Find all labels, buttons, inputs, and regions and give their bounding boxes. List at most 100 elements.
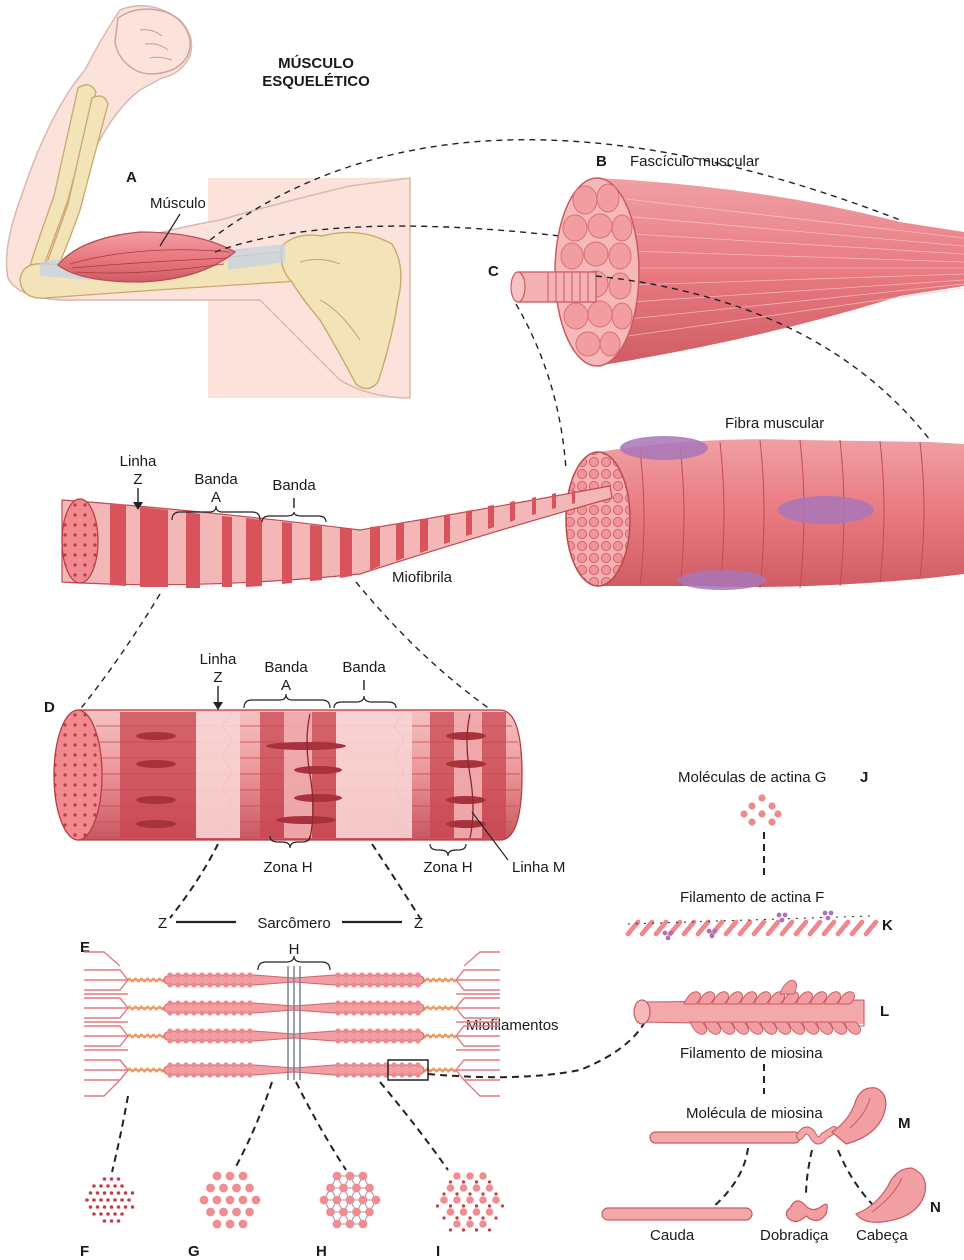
actin-g-molecules — [740, 794, 782, 826]
myosin-head-dot — [231, 1038, 237, 1044]
letter-l: L — [880, 1003, 889, 1020]
myosin-head-dot — [415, 1010, 421, 1016]
thick-filament-dot — [492, 1196, 500, 1204]
myosin-head-dot — [199, 982, 205, 988]
thin-filament-dot — [123, 1191, 128, 1195]
myosin-head-dot — [175, 982, 181, 988]
myosin-head-dot — [367, 1028, 373, 1034]
radius-bone — [27, 84, 97, 276]
myosin-head-dot — [351, 1038, 357, 1044]
actin-strand — [835, 919, 851, 937]
thin-filament-dot — [116, 1219, 121, 1223]
actin-strand — [807, 919, 823, 937]
myosin-head-up — [795, 991, 813, 1005]
myosin-head-dot — [407, 1062, 413, 1068]
thick-filament-dot — [472, 1208, 481, 1216]
thick-filament-dot — [339, 1207, 348, 1217]
thick-filament-dot — [332, 1195, 342, 1205]
myosin-head-dot — [191, 1028, 197, 1034]
myosin-head-dot — [175, 1062, 181, 1068]
fascicle-body — [596, 178, 964, 366]
thick-filament-dot — [212, 1171, 222, 1181]
title-line-2: ESQUELÉTICO — [262, 73, 370, 90]
myosin-head-dot — [183, 972, 189, 978]
letter-n: N — [930, 1199, 941, 1216]
myosin-head-dot — [351, 1000, 357, 1006]
z-disc-foot-left — [84, 1079, 121, 1097]
thin-filament-dot — [130, 1205, 135, 1209]
myosin-head-dot — [359, 1038, 365, 1044]
myosin-head-down — [689, 1021, 707, 1035]
thin-filament-dot — [442, 1192, 446, 1196]
thin-filament-dot — [120, 1212, 124, 1216]
thick-filament-dot — [339, 1183, 348, 1193]
myosin-head-dot — [351, 972, 357, 978]
label-miofilamentos: Miofilamentos — [466, 1017, 559, 1034]
troponin-dot — [822, 910, 828, 916]
myosin-head-dot — [223, 1000, 229, 1006]
myosin-head-dot — [383, 972, 389, 978]
nucleus-middle — [778, 496, 874, 524]
ulna-bone — [41, 95, 109, 281]
myosin-head-dot — [183, 1000, 189, 1006]
brace-banda-i-2 — [333, 695, 397, 709]
label-musculo: Músculo — [150, 195, 206, 212]
myosin-head-dot — [359, 972, 365, 978]
thin-filament-dot — [99, 1212, 103, 1216]
z-disc-head-right — [463, 951, 500, 967]
label-z-1: Z — [133, 471, 142, 488]
label-dobradica: Dobradiça — [760, 1227, 829, 1244]
myosin-head-up — [739, 991, 757, 1005]
titin-right — [419, 1067, 457, 1073]
thick-filament-dot — [345, 1219, 355, 1229]
thin-filament-dot — [461, 1180, 466, 1184]
thick-filament-dot — [219, 1207, 228, 1217]
letter-d: D — [44, 699, 55, 716]
myosin-head-dot — [343, 1000, 349, 1006]
thin-filament-dot — [116, 1191, 121, 1195]
myosin-head-dot — [343, 1038, 349, 1044]
thin-filament-dot — [487, 1180, 492, 1184]
connector-c-fiber-left — [515, 303, 567, 471]
label-banda-a-1: Banda — [194, 471, 238, 488]
myosin-head-dot — [415, 1028, 421, 1034]
titin-right — [419, 1033, 457, 1039]
myosin-head-dot — [415, 1072, 421, 1078]
thin-filament-dot — [448, 1228, 453, 1232]
myosin-head-dot — [191, 1010, 197, 1016]
myosin-head-dot — [383, 982, 389, 988]
myosin-head-dot — [247, 982, 253, 988]
thick-filament-dot — [212, 1219, 222, 1229]
cross-section-g — [199, 1171, 261, 1229]
myosin-head-dot — [359, 982, 365, 988]
myosin-head-dot — [359, 1072, 365, 1078]
myosin-head-dot — [231, 1072, 237, 1078]
thick-filament-dot — [365, 1207, 374, 1217]
thin-filament-dot — [461, 1204, 466, 1208]
myosin-head-dot — [215, 1010, 221, 1016]
myosin-head-dot — [247, 1038, 253, 1044]
thick-filament-dot — [446, 1184, 455, 1192]
actin-strand — [793, 919, 809, 937]
thin-filament-dot — [127, 1198, 131, 1202]
myosin-head-down — [759, 1021, 777, 1035]
myosin-head-dot — [239, 1072, 245, 1078]
myosin-head-dot — [175, 1010, 181, 1016]
myosin-head-dot — [399, 1000, 405, 1006]
myosin-head-dot — [367, 982, 373, 988]
myosin-head-dot — [415, 1062, 421, 1068]
myosin-head-dot — [399, 972, 405, 978]
myosin-head-dot — [391, 972, 397, 978]
myosin-head-dot — [199, 972, 205, 978]
label-cauda: Cauda — [650, 1227, 695, 1244]
myosin-head-dot — [215, 1000, 221, 1006]
thick-filament-dot — [225, 1195, 235, 1205]
myosin-head-dot — [191, 1072, 197, 1078]
myosin-head-dot — [239, 1028, 245, 1034]
myosin-head-dot — [223, 1038, 229, 1044]
myosin-head-dot — [183, 1062, 189, 1068]
z-disc-foot-right — [463, 1079, 500, 1097]
myosin-head-dot — [391, 1010, 397, 1016]
letter-j: J — [860, 769, 868, 786]
label-actina-g: Moléculas de actina G — [678, 769, 826, 786]
